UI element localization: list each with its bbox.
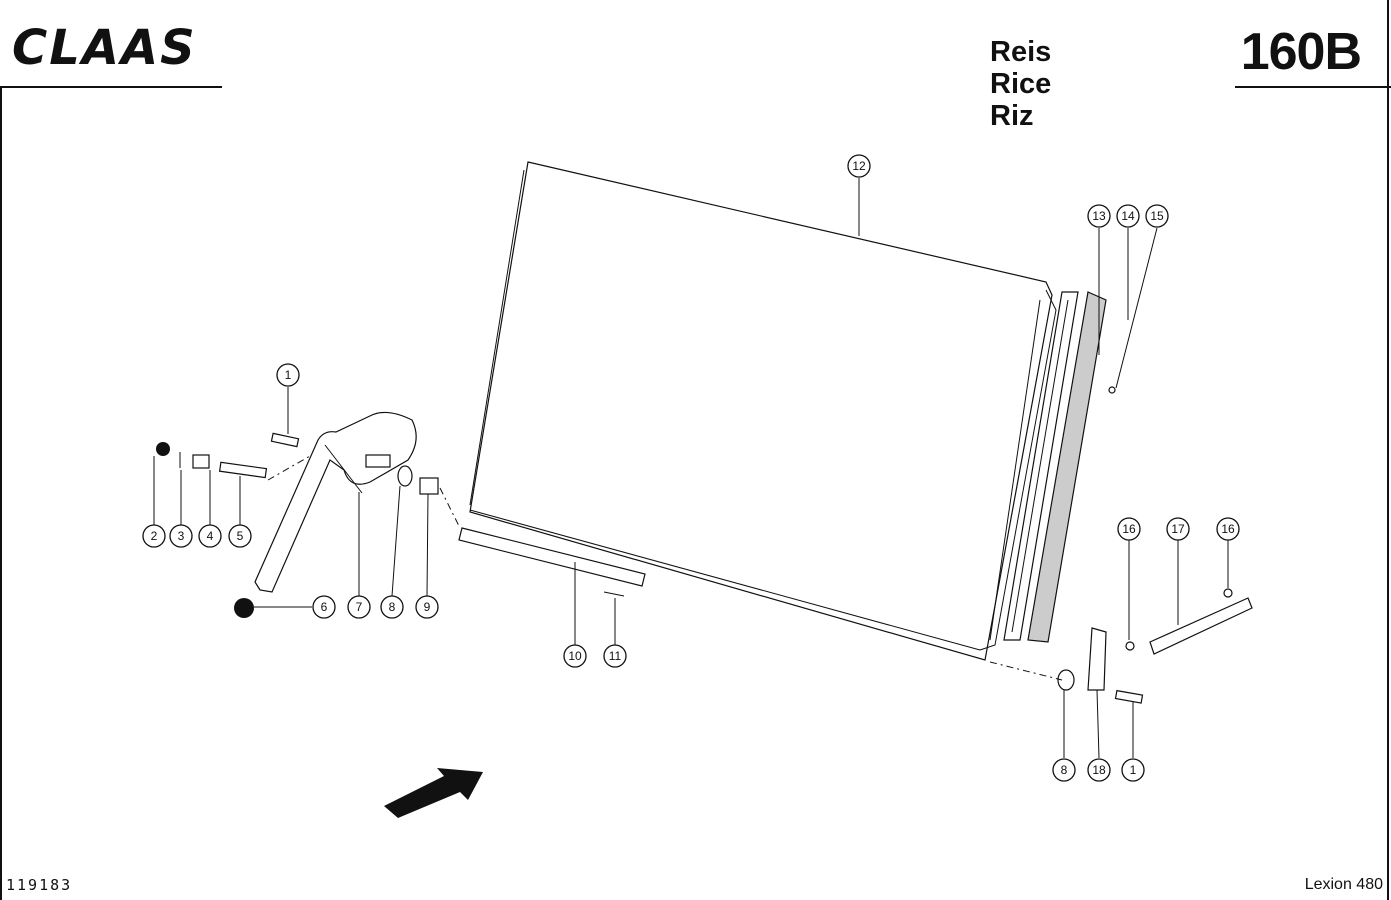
svg-text:11: 11 — [609, 649, 622, 663]
callout-4: 4 — [198, 524, 222, 548]
callout-14: 14 — [1116, 204, 1140, 228]
washer-8-left — [397, 465, 413, 487]
frame-left-edge — [0, 86, 2, 900]
title-german: Reis — [990, 36, 1052, 68]
svg-text:5: 5 — [237, 529, 244, 543]
callout-15: 15 — [1145, 204, 1169, 228]
pin-11 — [603, 591, 625, 597]
svg-text:14: 14 — [1121, 209, 1135, 223]
svg-text:6: 6 — [321, 600, 328, 614]
washer-16-right — [1223, 588, 1233, 598]
callout-1-bottom: 1 — [1121, 758, 1145, 782]
svg-text:10: 10 — [568, 649, 582, 663]
callout-2: 2 — [142, 524, 166, 548]
spring-4 — [192, 454, 210, 469]
callout-8-right: 8 — [1052, 758, 1076, 782]
callout-9: 9 — [415, 595, 439, 619]
svg-text:12: 12 — [852, 159, 866, 173]
washer-16-left — [1125, 641, 1135, 651]
svg-text:15: 15 — [1150, 209, 1164, 223]
arm-18 — [1087, 627, 1107, 691]
knob-2 — [156, 442, 170, 456]
brand-logo-text: CLAAS — [12, 20, 197, 72]
shaft-5 — [218, 461, 268, 479]
document-id: 119183 — [6, 876, 73, 894]
callout-11: 11 — [603, 644, 627, 668]
language-titles: Reis Rice Riz — [990, 36, 1051, 132]
rubber-strip — [1003, 291, 1079, 641]
svg-text:16: 16 — [1122, 522, 1136, 536]
svg-text:1: 1 — [285, 368, 292, 382]
callout-17: 17 — [1166, 517, 1190, 541]
callout-16-right: 16 — [1216, 517, 1240, 541]
svg-text:8: 8 — [1061, 763, 1068, 777]
leader-lines — [153, 178, 1229, 759]
callout-5: 5 — [228, 524, 252, 548]
lever-assembly — [254, 411, 417, 593]
svg-text:16: 16 — [1221, 522, 1235, 536]
callout-7: 7 — [347, 595, 371, 619]
title-english: Rice — [990, 68, 1052, 100]
callout-10: 10 — [563, 644, 587, 668]
svg-text:4: 4 — [207, 529, 214, 543]
callout-18: 18 — [1087, 758, 1111, 782]
callout-8-left: 8 — [380, 595, 404, 619]
header-rule-right — [1235, 86, 1391, 88]
title-french: Riz — [990, 100, 1034, 132]
model-name: Lexion 480 — [1304, 876, 1383, 893]
frame-right-edge — [1387, 0, 1389, 900]
svg-text:2: 2 — [151, 529, 158, 543]
bushing-9 — [419, 477, 439, 495]
claas-logo: CLAAS — [12, 20, 197, 72]
svg-text:3: 3 — [178, 529, 185, 543]
bolt-1-left — [270, 432, 300, 448]
svg-text:8: 8 — [389, 600, 396, 614]
callout-12: 12 — [847, 154, 871, 178]
callout-13: 13 — [1087, 204, 1111, 228]
svg-text:17: 17 — [1171, 522, 1185, 536]
page-number: 160B — [1240, 23, 1362, 81]
seal-strip — [1027, 291, 1107, 643]
header-rule-left — [0, 86, 222, 88]
screw-15 — [1108, 386, 1116, 394]
svg-text:7: 7 — [356, 600, 363, 614]
assembly-line-shaft — [439, 487, 461, 529]
callout-6: 6 — [312, 595, 336, 619]
svg-text:13: 13 — [1092, 209, 1106, 223]
washer-8-right — [1057, 669, 1075, 691]
callout-3: 3 — [169, 524, 193, 548]
svg-text:9: 9 — [424, 600, 431, 614]
callout-1-top: 1 — [276, 363, 300, 387]
knob-6 — [234, 598, 254, 618]
shaft-10 — [458, 527, 646, 587]
svg-text:1: 1 — [1130, 763, 1137, 777]
assembly-line-left — [267, 455, 311, 481]
svg-text:18: 18 — [1092, 763, 1106, 777]
callout-16-left: 16 — [1117, 517, 1141, 541]
bolt-1-right — [1114, 689, 1144, 704]
direction-arrow-icon — [384, 768, 483, 818]
panel-plate — [469, 161, 1057, 661]
assembly-line-right — [989, 661, 1063, 681]
gas-strut-17 — [1149, 597, 1253, 655]
